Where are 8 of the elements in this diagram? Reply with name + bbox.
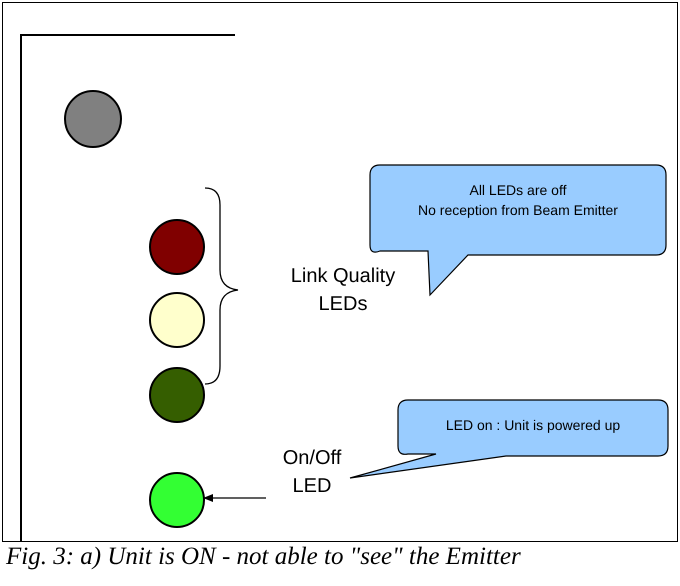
figure-caption: Fig. 3: a) Unit is ON - not able to "see" the Emitter <box>6 543 521 571</box>
device-panel <box>20 34 235 542</box>
bubble-text: All LEDs are off <box>468 181 568 200</box>
arrow <box>203 494 266 502</box>
bubble-text: No reception from Beam Emitter <box>417 201 619 220</box>
label-text: On/Off LED <box>282 446 342 499</box>
group-label: Link Quality LEDs <box>290 264 396 317</box>
bubble-text: LED on : Unit is powered up <box>444 416 622 434</box>
